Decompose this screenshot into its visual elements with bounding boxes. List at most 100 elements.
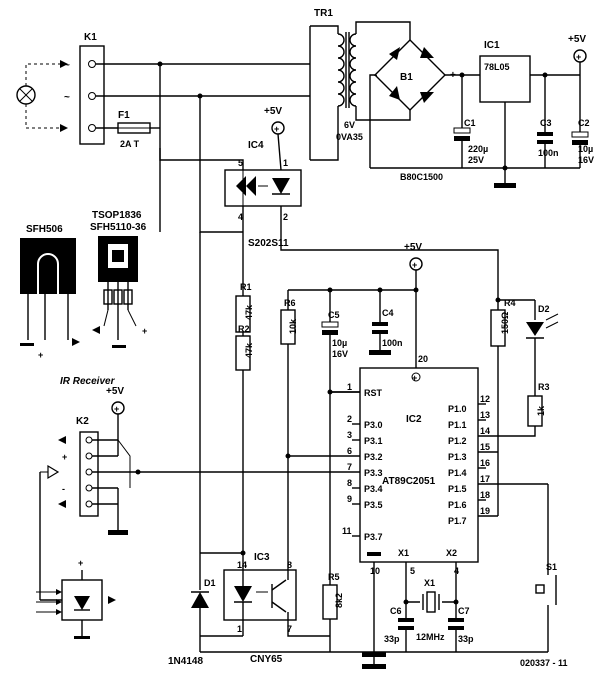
svg-text:D2: D2	[538, 304, 550, 314]
label-b1: B1	[400, 72, 413, 83]
crystal-x1: X1 12MHz	[416, 578, 445, 642]
label-ic2: IC2	[406, 414, 422, 425]
svg-text:8k2: 8k2	[334, 593, 344, 608]
svg-text:18: 18	[480, 490, 490, 500]
svg-text:-: -	[374, 70, 377, 81]
svg-text:P1.1: P1.1	[448, 420, 467, 430]
svg-text:10k: 10k	[288, 318, 298, 334]
svg-text:-: -	[62, 484, 65, 494]
figure-number: 020337 - 11	[520, 658, 568, 668]
svg-text:1: 1	[237, 624, 242, 634]
capacitor-c3: C3 100n	[537, 72, 559, 168]
svg-text:10µ: 10µ	[332, 338, 347, 348]
svg-text:P1.7: P1.7	[448, 516, 467, 526]
svg-text:13: 13	[480, 410, 490, 420]
ir-receiver-title: IR Receiver	[60, 376, 116, 387]
svg-text:12MHz: 12MHz	[416, 632, 445, 642]
svg-text:16V: 16V	[578, 155, 594, 165]
capacitor-c7: C7 33p	[448, 602, 474, 652]
svg-text:P3.7: P3.7	[364, 532, 383, 542]
value-ic1: 78L05	[484, 62, 510, 72]
svg-text:+: +	[412, 373, 417, 383]
capacitor-c1: C1 220µ 25V	[453, 72, 488, 168]
bridge-b1: B1 - + B80C1500	[374, 39, 456, 182]
svg-text:P1.2: P1.2	[448, 436, 467, 446]
svg-text:~: ~	[64, 60, 70, 71]
capacitor-c2: C2 10µ 16V	[571, 75, 594, 168]
connector-k2: K2 + -	[58, 416, 99, 517]
lamp-symbol	[16, 60, 68, 132]
label-ic3: IC3	[254, 552, 270, 563]
svg-text:P1.4: P1.4	[448, 468, 467, 478]
svg-text:+5V: +5V	[568, 34, 586, 45]
svg-text:1k: 1k	[536, 405, 546, 416]
svg-text:2: 2	[283, 212, 288, 222]
svg-text:R6: R6	[284, 298, 296, 308]
svg-text:+: +	[274, 124, 279, 134]
svg-text:+: +	[62, 452, 67, 462]
ir-module: +	[36, 558, 116, 639]
svg-text:P1.3: P1.3	[448, 452, 467, 462]
switch-s1: S1	[535, 484, 557, 652]
svg-text:10: 10	[370, 566, 380, 576]
led-d2: D2	[526, 300, 559, 396]
svg-text:X1: X1	[398, 548, 409, 558]
svg-text:47k: 47k	[244, 342, 254, 358]
label-ic4: IC4	[248, 140, 264, 151]
mcu-ic2: + IC2 AT89C2051 1 RST 2 P3.0 3 P3.1 6 P3…	[138, 367, 548, 576]
svg-text:220µ: 220µ	[468, 144, 488, 154]
svg-text:7: 7	[347, 462, 352, 472]
value-tr1-power: 0VA35	[336, 132, 363, 142]
svg-text:P3.2: P3.2	[364, 452, 383, 462]
svg-text:+: +	[114, 404, 119, 414]
svg-text:100n: 100n	[538, 148, 559, 158]
tsop1836-receiver: TSOP1836 SFH5110-36 +	[90, 210, 147, 348]
value-tr1-voltage: 6V	[344, 120, 355, 130]
svg-text:47k: 47k	[244, 304, 254, 320]
svg-text:P1.5: P1.5	[448, 484, 467, 494]
svg-text:P3.0: P3.0	[364, 420, 383, 430]
svg-text:R1: R1	[240, 282, 252, 292]
svg-text:7: 7	[287, 624, 292, 634]
resistor-r3: R3 1k	[478, 382, 550, 437]
label-k1: K1	[84, 32, 97, 43]
svg-text:33p: 33p	[458, 634, 474, 644]
resistor-r5: R5 8k2	[322, 572, 344, 652]
svg-text:150Ω: 150Ω	[500, 312, 510, 334]
connector-k1: K1 ~ ~	[64, 32, 105, 145]
value-bridge: B80C1500	[400, 172, 443, 182]
capacitor-c5: C5 10µ 16V	[321, 290, 348, 585]
regulator-ic1: IC1 78L05	[462, 40, 580, 168]
capacitor-c6: C6 33p	[384, 602, 414, 652]
svg-text:14: 14	[237, 560, 247, 570]
svg-text:X1: X1	[424, 578, 435, 588]
svg-text:R4: R4	[504, 298, 516, 308]
svg-text:6: 6	[347, 446, 352, 456]
svg-text:C3: C3	[540, 118, 552, 128]
optocoupler-ic3: IC3 14 8 1 7 CNY65	[223, 552, 297, 665]
svg-text:C6: C6	[390, 606, 402, 616]
svg-text:100n: 100n	[382, 338, 403, 348]
svg-text:3: 3	[347, 430, 352, 440]
resistor-r4: R4 150Ω	[490, 298, 516, 347]
svg-text:16: 16	[480, 458, 490, 468]
svg-text:8: 8	[347, 478, 352, 488]
svg-text:+: +	[78, 558, 83, 568]
svg-text:5: 5	[410, 566, 415, 576]
svg-text:+: +	[412, 260, 417, 270]
value-ic2: AT89C2051	[382, 476, 436, 487]
svg-text:+: +	[142, 326, 147, 336]
capacitor-c4: C4 100n	[369, 290, 403, 355]
svg-text:P3.4: P3.4	[364, 484, 383, 494]
svg-text:+5V: +5V	[404, 242, 422, 253]
svg-text:P3.5: P3.5	[364, 500, 383, 510]
svg-text:R5: R5	[328, 572, 340, 582]
svg-text:17: 17	[480, 474, 490, 484]
svg-text:10µ: 10µ	[578, 144, 593, 154]
svg-text:P3.3: P3.3	[364, 468, 383, 478]
svg-text:1: 1	[283, 158, 288, 168]
svg-text:2: 2	[347, 414, 352, 424]
label-sfh5110: SFH5110-36	[90, 222, 147, 233]
